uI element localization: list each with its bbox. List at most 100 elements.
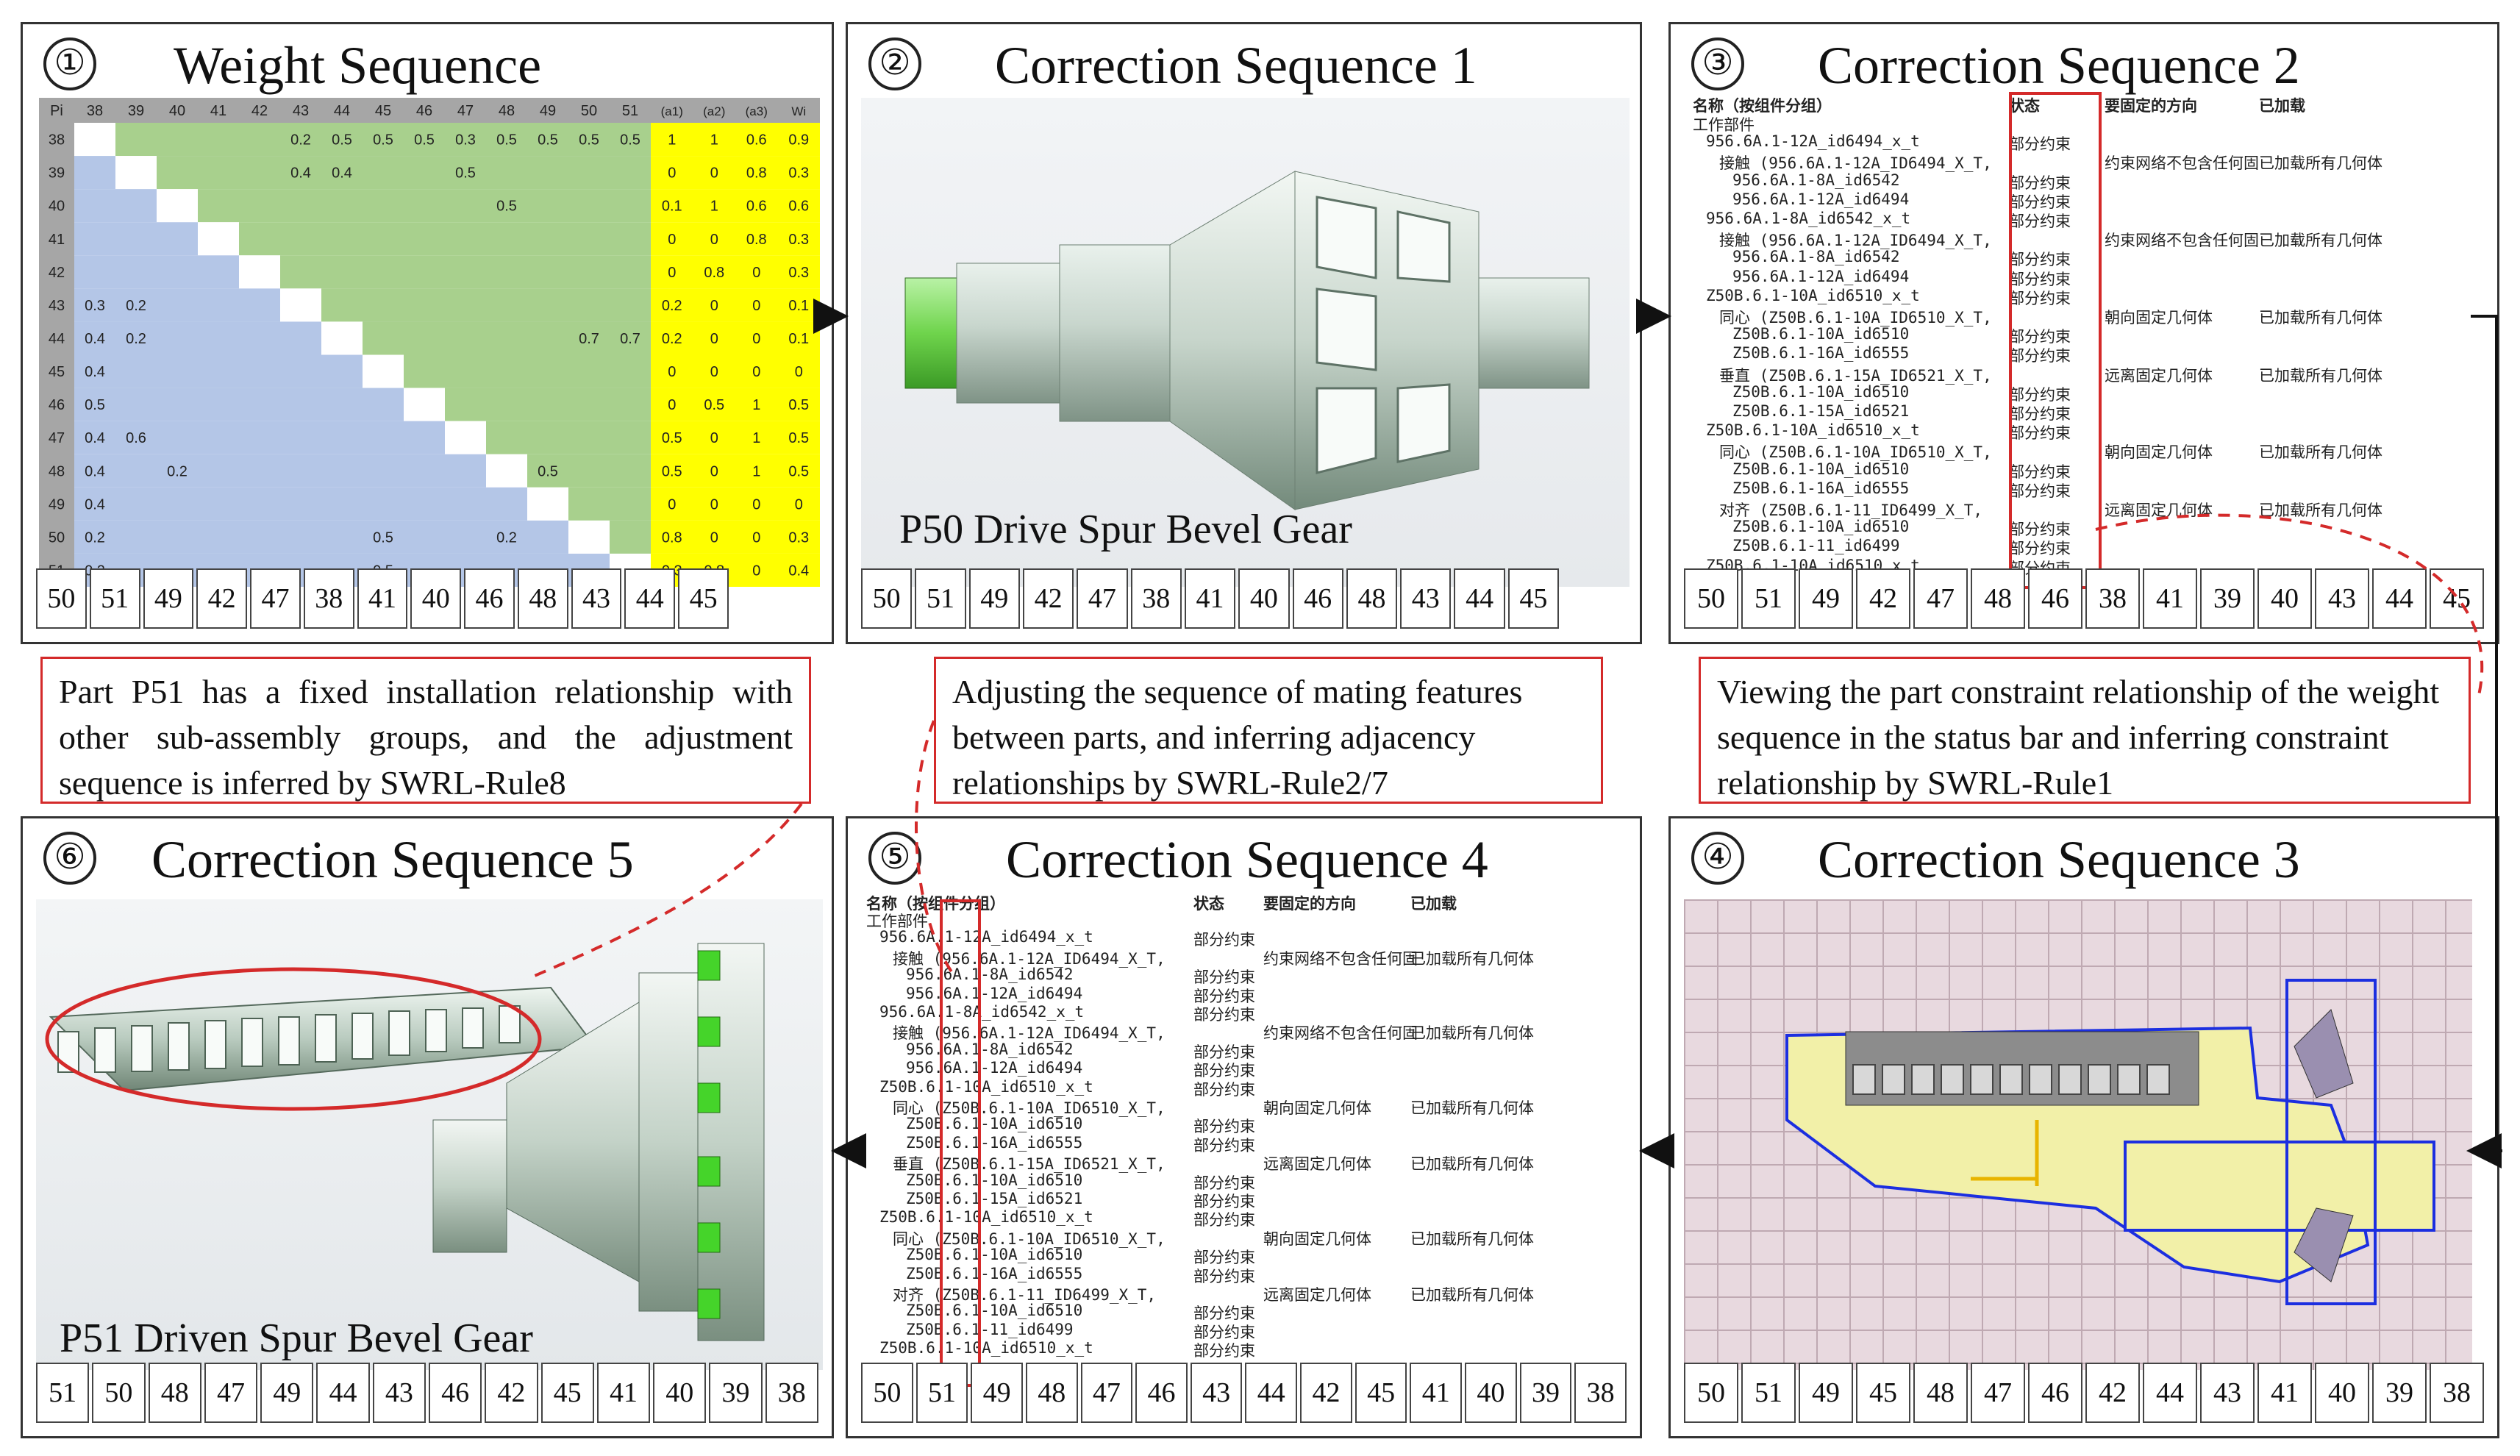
matrix-cell (115, 454, 157, 488)
matrix-cell (198, 189, 239, 223)
matrix-cell (363, 288, 404, 322)
matrix-cell (527, 123, 568, 157)
matrix-value: 0.2 (126, 298, 146, 314)
matrix-extra-value: 0 (710, 463, 718, 479)
table-cell: 部分约束 (1193, 1174, 1255, 1192)
matrix-cell (157, 156, 198, 190)
matrix-col-label: 43 (293, 103, 309, 119)
matrix-value: 0.5 (579, 132, 599, 149)
cad-viewport-driven-gear (36, 899, 823, 1370)
table-cell: 部分约束 (2009, 193, 2071, 211)
sequence-cell: 44 (2143, 1363, 2197, 1423)
table-cell: 接触 (956.6A.1-12A_ID6494_X_T, (893, 949, 1166, 968)
matrix-cell (363, 421, 404, 454)
table-cell: 工作部件 (1693, 116, 1755, 134)
matrix-cell (610, 454, 651, 488)
matrix-cell (568, 421, 610, 454)
table-cell: 对齐 (Z50B.6.1-11_ID6499_X_T, (1719, 502, 1983, 519)
matrix-cell (486, 421, 527, 454)
table-cell: 部分约束 (1193, 1043, 1255, 1061)
table-cell: 部分约束 (2009, 482, 2071, 500)
matrix-extra-cell (651, 321, 820, 355)
matrix-cell (321, 421, 363, 454)
sequence-cell: 41 (596, 1363, 651, 1423)
sequence-cell: 50 (36, 568, 87, 629)
matrix-cell (486, 487, 527, 521)
matrix-extra-value: 0 (668, 397, 676, 413)
matrix-cell (363, 487, 404, 521)
matrix-extra-cell (651, 487, 820, 521)
table-cell: Z50B.6.1-10A_id6510_x_t (879, 1208, 1093, 1227)
matrix-cell (321, 454, 363, 488)
sequence-cell: 42 (485, 1363, 538, 1423)
sequence-cell: 48 (148, 1363, 201, 1423)
matrix-cell (527, 454, 568, 488)
matrix-extra-value: 0.8 (746, 165, 767, 182)
table-cell: 朝向固定几何体 (1263, 1230, 1371, 1248)
matrix-extra-value: 1 (668, 132, 676, 149)
drive-bevel-gear-icon (904, 171, 1590, 510)
table-header: 已加载 (1410, 895, 1457, 913)
matrix-col-label: 51 (622, 103, 638, 119)
matrix-cell (157, 255, 198, 289)
matrix-extra-value: 1 (710, 199, 718, 215)
sequence-cell: 48 (1025, 1363, 1078, 1423)
matrix-cell (321, 487, 363, 521)
matrix-cell (157, 123, 198, 157)
matrix-cell (157, 520, 198, 554)
matrix-extra-cell (651, 156, 820, 190)
sequence-cell: 47 (1077, 568, 1128, 629)
matrix-cell (239, 156, 280, 190)
matrix-col-label: 40 (169, 103, 185, 119)
table-header: 要固定的方向 (2105, 97, 2197, 115)
table-header: 状态 (1193, 895, 1224, 913)
matrix-diagonal-cell (280, 288, 321, 322)
matrix-extra-value: 0 (752, 563, 760, 579)
table-cell: Z50B.6.1-10A_id6510 (1732, 325, 1910, 343)
matrix-cell (74, 156, 115, 190)
matrix-corner: Pi (50, 103, 63, 119)
sequence-cell: 47 (1913, 568, 1968, 629)
matrix-cell (568, 189, 610, 223)
matrix-row-label: 43 (49, 298, 65, 314)
sequence-cell: 51 (1741, 1363, 1796, 1423)
matrix-extra-value: 0 (710, 165, 718, 182)
matrix-cell (239, 454, 280, 488)
sequence-cell: 46 (464, 568, 515, 629)
matrix-value: 0.3 (455, 132, 476, 149)
matrix-cell (157, 421, 198, 454)
table-cell: 部分约束 (1193, 1342, 1255, 1360)
matrix-extra-cell (651, 520, 820, 554)
sequence-cell: 43 (372, 1363, 426, 1423)
table-cell: 部分约束 (1193, 1193, 1255, 1210)
matrix-cell (445, 354, 486, 388)
matrix-extra-cell (651, 123, 820, 157)
matrix-cell (239, 354, 280, 388)
sequence-cell: 46 (1135, 1363, 1188, 1423)
matrix-cell (280, 388, 321, 421)
matrix-cell (445, 321, 486, 355)
matrix-cell (610, 354, 651, 388)
table-cell: 对齐 (Z50B.6.1-11_ID6499_X_T, (893, 1286, 1157, 1304)
matrix-extra-value: 0.5 (788, 463, 809, 479)
table-cell: 部分约束 (2009, 213, 2071, 230)
matrix-extra-value: 0 (752, 496, 760, 513)
sequence-cell: 45 (1507, 568, 1560, 629)
panel-correction-sequence-1: ② Correction Sequence 1 (846, 22, 1642, 644)
matrix-extra-value: 1 (752, 463, 760, 479)
matrix-extra-value: 0 (668, 165, 676, 182)
panel-title: ① Weight Sequence (23, 35, 832, 101)
sequence-cell: 44 (1454, 568, 1505, 629)
matrix-diagonal-cell (157, 189, 198, 223)
matrix-cell (527, 388, 568, 421)
matrix-cell (610, 388, 651, 421)
matrix-extra-col-label: Wi (791, 104, 806, 118)
table-cell: 已加载所有几何体 (1410, 1155, 1534, 1174)
matrix-diagonal-cell (198, 222, 239, 256)
matrix-extra-value: 0 (752, 265, 760, 281)
table-cell: 部分约束 (1193, 1062, 1255, 1080)
driven-bevel-gear-icon (45, 943, 765, 1341)
